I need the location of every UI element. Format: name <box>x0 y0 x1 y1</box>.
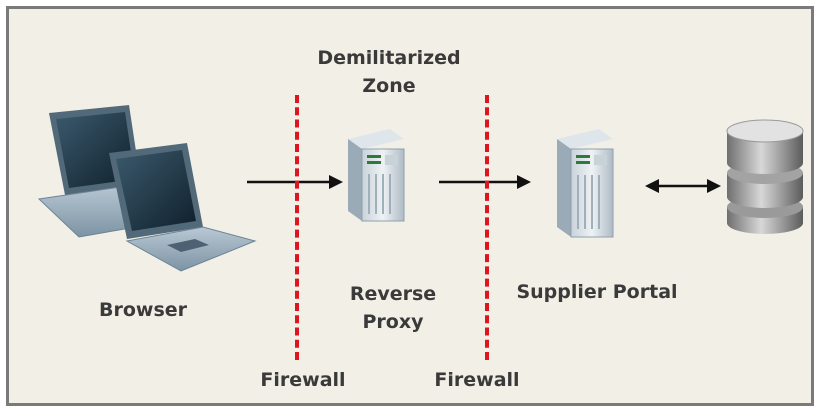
diagram-frame: Demilitarized Zone Browser Reverse Proxy… <box>6 6 814 406</box>
laptop-front-icon <box>109 143 257 272</box>
arrow-browser-to-proxy <box>247 175 343 189</box>
reverse-proxy-label-line-2: Proxy <box>362 311 424 333</box>
firewall-right-line <box>485 95 489 360</box>
arrow-proxy-to-portal <box>439 175 531 189</box>
reverse-proxy-label-line-1: Reverse <box>349 283 437 305</box>
reverse-proxy-server-icon <box>348 129 405 222</box>
firewall-left-label: Firewall <box>260 369 346 391</box>
supplier-portal-server-icon <box>557 129 614 238</box>
firewall-right-label: Firewall <box>434 369 520 391</box>
zone-label-line-2: Zone <box>362 75 416 97</box>
laptops-icon <box>37 105 804 272</box>
arrow-portal-database <box>645 179 721 193</box>
zone-label-line-1: Demilitarized <box>317 47 461 69</box>
browser-label: Browser <box>98 299 188 321</box>
supplier-portal-label: Supplier Portal <box>516 281 678 303</box>
database-icon <box>726 119 804 234</box>
firewall-left-line <box>295 95 299 360</box>
